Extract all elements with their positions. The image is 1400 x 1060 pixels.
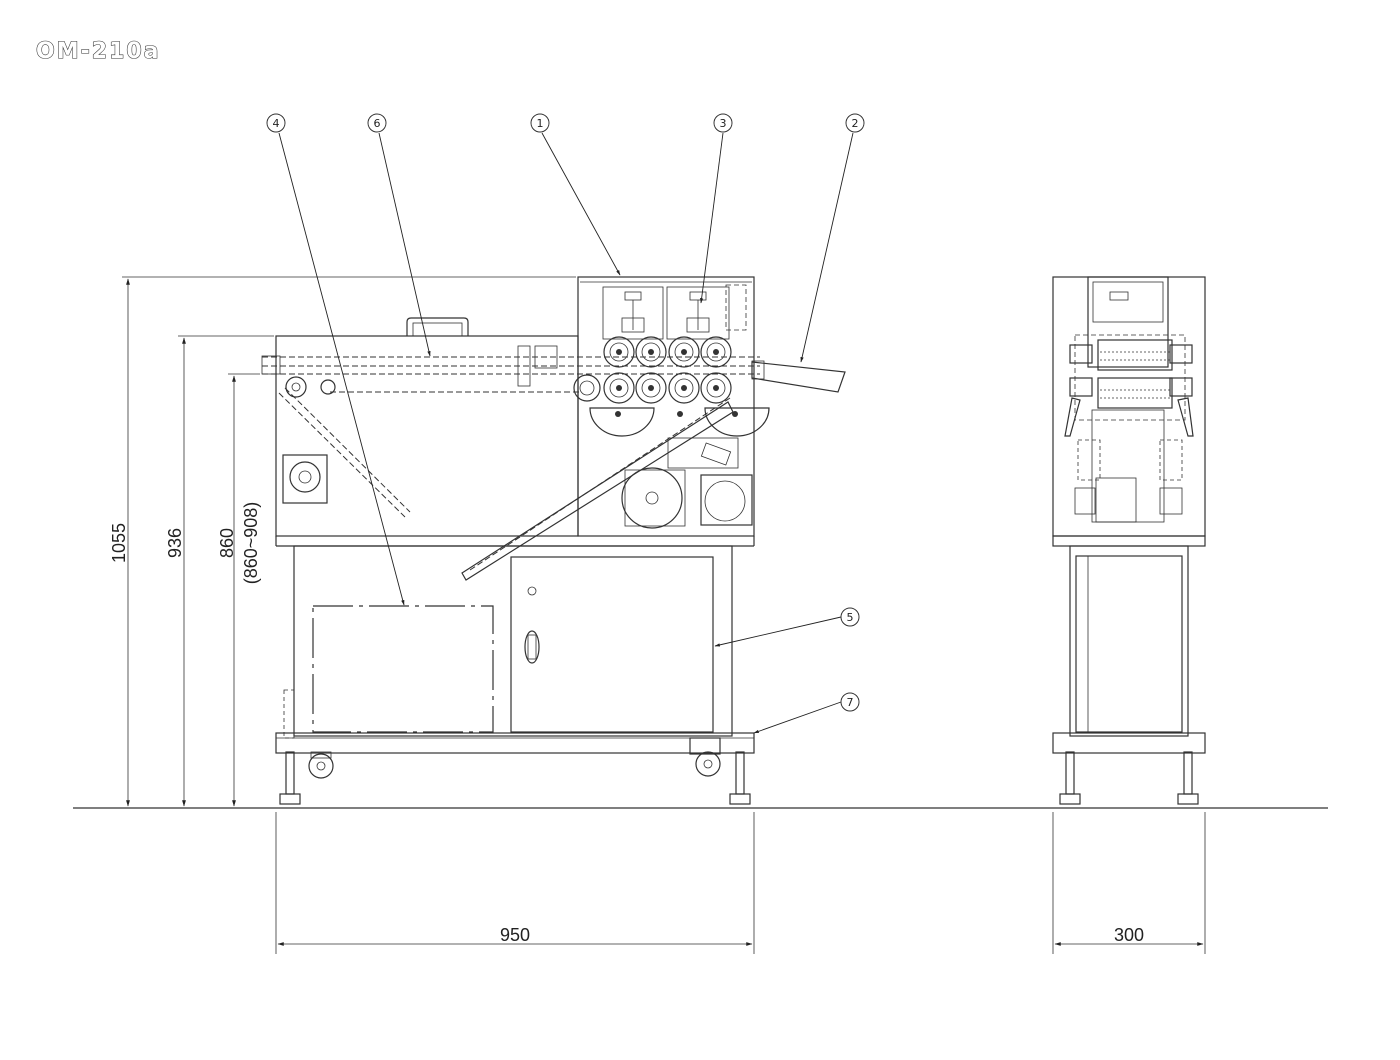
callout-1: 1 — [530, 113, 550, 133]
dim-table-height-range: (860~908) — [241, 502, 261, 585]
lower-rollers — [573, 372, 732, 404]
dim-table-height: 860 — [217, 528, 237, 558]
discharge-chute — [461, 401, 734, 581]
svg-text:7: 7 — [847, 696, 854, 709]
dim-total-height: 1055 — [109, 523, 129, 563]
callout-4: 4 — [266, 113, 286, 133]
model-title: OM-210a — [36, 39, 161, 64]
callout-3: 3 — [713, 113, 733, 133]
carry-handle — [406, 317, 469, 336]
svg-text:4: 4 — [273, 117, 280, 130]
outfeed-tray — [751, 361, 846, 393]
dim-body-height: 936 — [165, 528, 185, 558]
side-view — [1052, 276, 1206, 805]
dim-side-width: 300 — [1114, 925, 1144, 945]
callout-leaders — [278, 132, 854, 734]
callout-2: 2 — [845, 113, 865, 133]
svg-text:5: 5 — [847, 611, 854, 624]
svg-text:2: 2 — [852, 117, 859, 130]
front-view — [261, 276, 846, 805]
dimension-lines — [122, 276, 1206, 954]
svg-text:1: 1 — [537, 117, 544, 130]
base-cabinet — [293, 545, 733, 737]
callout-7: 7 — [840, 692, 860, 712]
callout-6: 6 — [367, 113, 387, 133]
upper-rollers — [603, 336, 732, 368]
dim-front-width: 950 — [500, 925, 530, 945]
head-housing — [577, 276, 755, 537]
cabinet-door — [510, 556, 714, 733]
base-shelf — [275, 732, 755, 754]
dust-box — [312, 605, 494, 733]
svg-text:6: 6 — [374, 117, 381, 130]
callout-5: 5 — [840, 607, 860, 627]
motor — [621, 467, 683, 529]
svg-text:3: 3 — [720, 117, 727, 130]
